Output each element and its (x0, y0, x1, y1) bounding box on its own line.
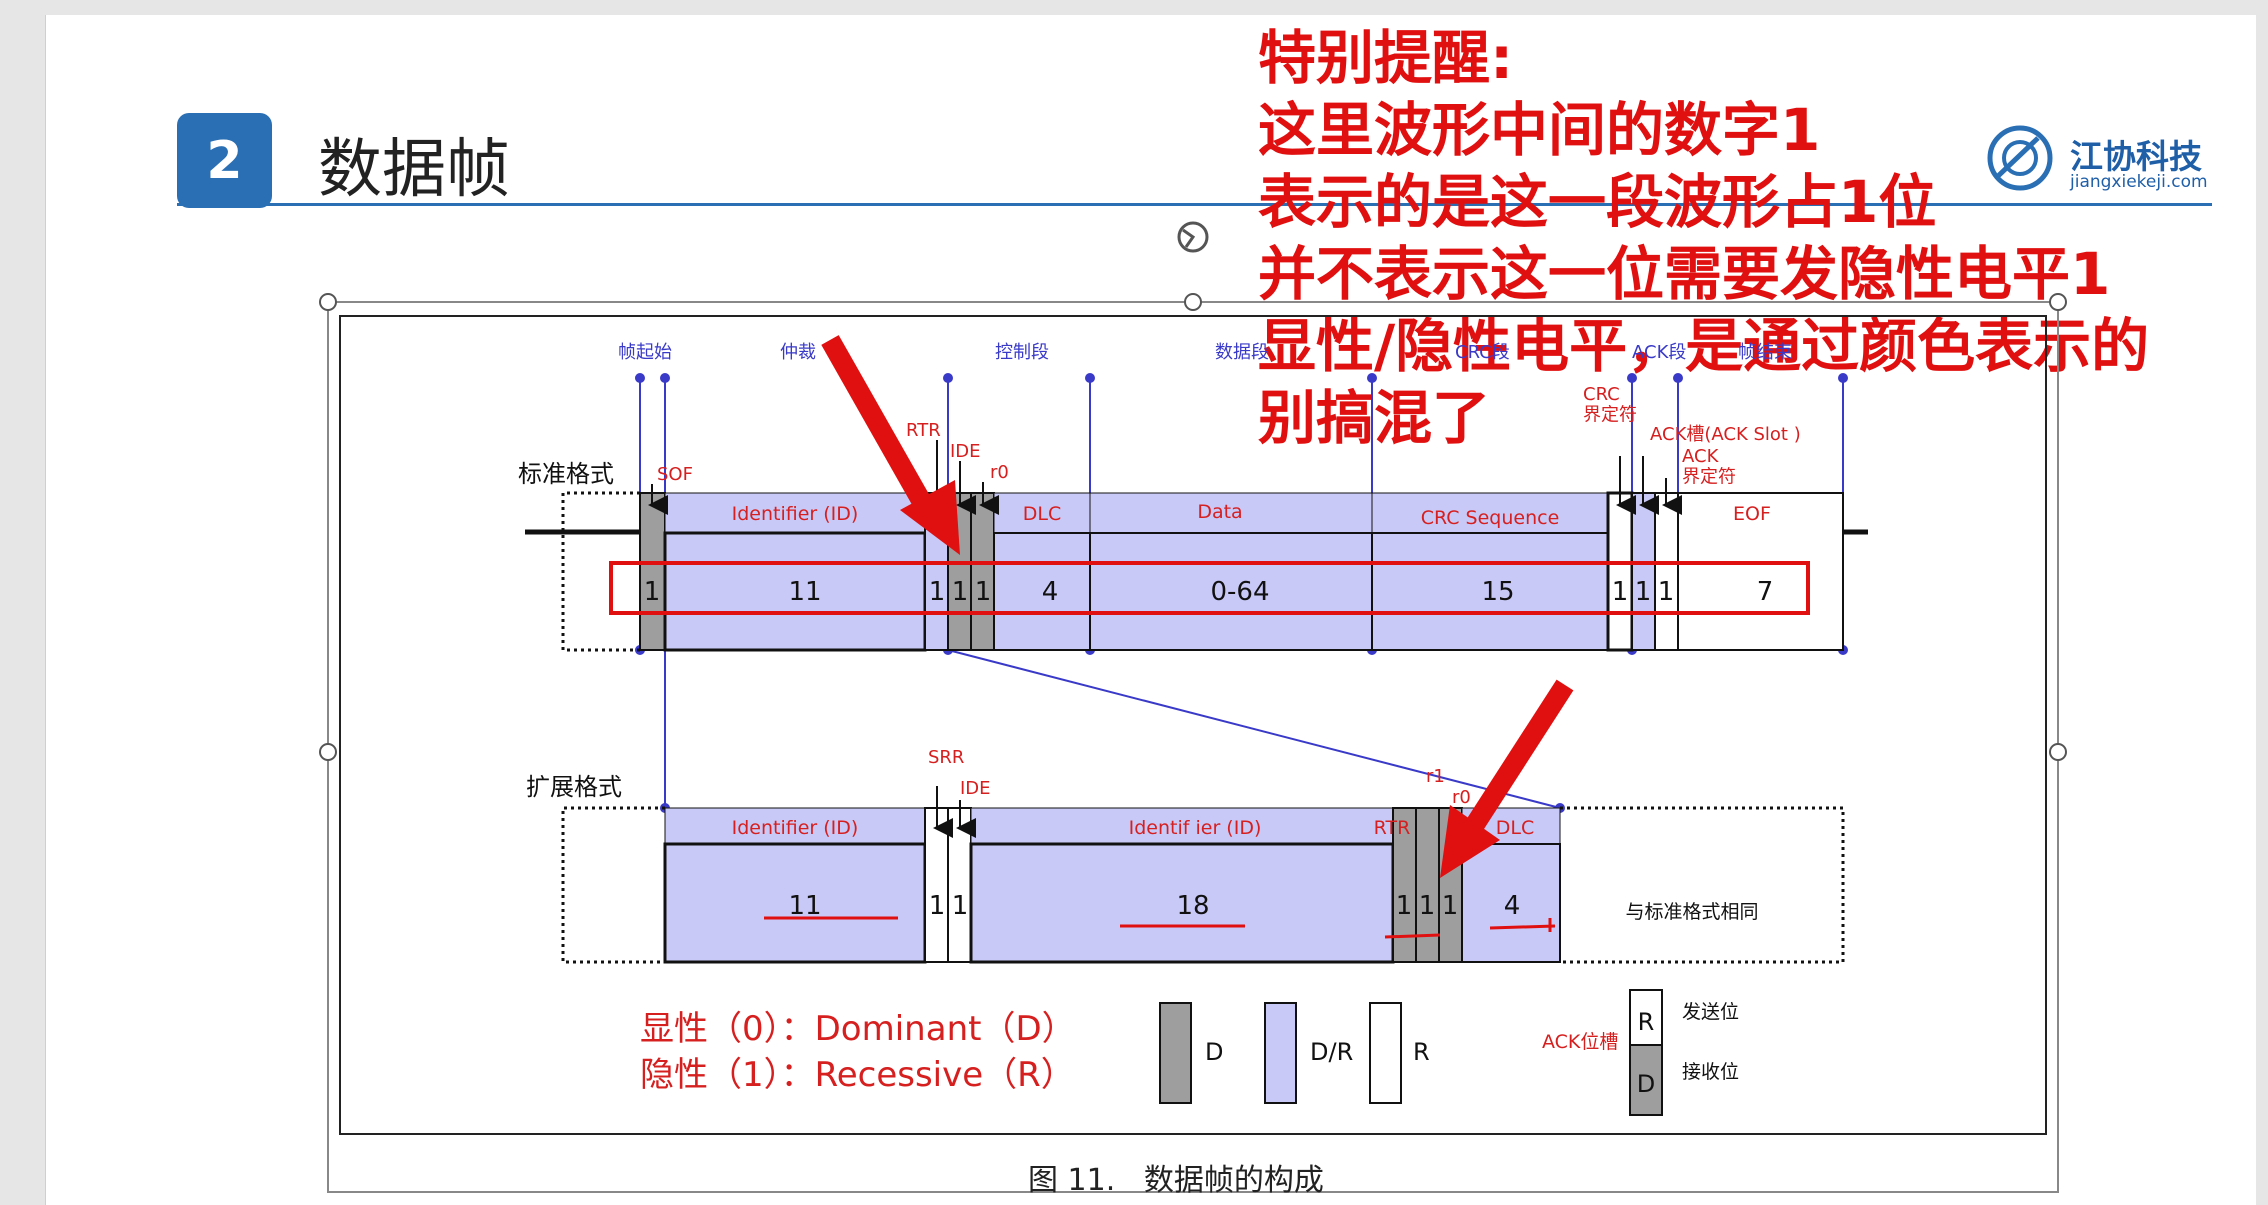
section-title: 数据帧 (318, 133, 510, 207)
logo-icon (1987, 125, 2053, 191)
red-arrow-icon (821, 335, 960, 555)
bit-count: 1 (929, 891, 946, 921)
logo-domain: jiangxiekeji.com (2070, 172, 2208, 192)
bit-count: 1 (1635, 577, 1652, 607)
bit-count: 1 (952, 891, 969, 921)
bit-count: 18 (1176, 891, 1209, 921)
field-label: Identif ier (ID) (1129, 817, 1262, 839)
annotation-underlines (764, 916, 1556, 939)
figure-border (339, 315, 2047, 1135)
ack-d-label: D (1637, 1070, 1655, 1098)
reminder-line: 这里波形中间的数字1 (1258, 96, 1821, 164)
segment-label: CRC段 (1455, 342, 1510, 363)
field-label: DLC (1023, 503, 1061, 525)
reminder-line: 别搞混了 (1258, 384, 1491, 452)
legend-recessive-swatch (1369, 1002, 1402, 1104)
section-number-badge: 2 (177, 113, 272, 208)
field-label: Data (1197, 501, 1242, 523)
reminder-line: 特别提醒: (1258, 24, 1514, 92)
legend-dominant-swatch (1159, 1002, 1192, 1104)
extended-frame (663, 807, 1561, 964)
standard-format-label: 标准格式 (518, 460, 614, 488)
ack-slot-marker: ACK槽(ACK Slot ) (1650, 424, 1801, 445)
r0-marker: r0 (1452, 787, 1471, 808)
reminder-line: 显性/隐性电平，是通过颜色表示的 (1258, 312, 2150, 380)
srr-marker: SRR (928, 747, 964, 768)
reminder-line: 表示的是这一段波形占1位 (1258, 168, 1937, 236)
bit-count: 1 (952, 577, 969, 607)
r1-marker: r1 (1426, 766, 1445, 787)
segment-label: 数据段 (1215, 342, 1269, 363)
segment-label: 帧结束 (1738, 342, 1792, 363)
bit-count: 1 (1612, 577, 1629, 607)
segment-label: 帧起始 (618, 342, 672, 363)
bit-count: 15 (1481, 577, 1514, 607)
ack-r-label: R (1638, 1008, 1655, 1036)
recessive-legend: 隐性（1）：Recessive（R） (640, 1055, 1075, 1095)
same-as-standard-note: 与标准格式相同 (1625, 901, 1758, 923)
bit-count: 1 (975, 577, 992, 607)
segment-label: 控制段 (995, 342, 1049, 363)
field-label: Identifier (ID) (732, 503, 859, 525)
bit-count: 1 (1658, 577, 1675, 607)
legend-d-label: D (1205, 1038, 1223, 1066)
r0-marker: r0 (990, 462, 1009, 483)
bit-count: 7 (1757, 577, 1774, 607)
bit-count: 4 (1504, 891, 1521, 921)
ide-marker: IDE (960, 778, 991, 799)
field-label: CRC Sequence (1421, 507, 1560, 529)
send-bit-label: 发送位 (1682, 1001, 1739, 1023)
bit-count: 1 (1442, 891, 1459, 921)
dominant-legend: 显性（0）：Dominant（D） (640, 1009, 1076, 1049)
bit-count-highlight (609, 561, 1810, 615)
ide-marker: IDE (950, 441, 981, 462)
bit-count: 11 (788, 891, 821, 921)
segment-label: ACK段 (1632, 342, 1686, 363)
red-arrow-icon (1440, 679, 1574, 878)
resize-handle[interactable] (319, 293, 337, 311)
extended-format-label: 扩展格式 (526, 773, 622, 801)
segment-label: 仲裁 (780, 342, 816, 363)
bit-count: 11 (788, 577, 821, 607)
field-label: RTR (1374, 817, 1411, 839)
title-underline (177, 203, 2212, 206)
reminder-note: 特别提醒: 这里波形中间的数字1 表示的是这一段波形占1位 并不表示这一位需要发… (1258, 22, 2149, 454)
legend-dr-label: D/R (1310, 1038, 1353, 1066)
legend-dr-swatch (1264, 1002, 1297, 1104)
recv-bit-label: 接收位 (1682, 1061, 1739, 1083)
ack-slot-legend: ACK位槽 (1542, 1031, 1618, 1053)
bit-count: 1 (1396, 891, 1413, 921)
figure-caption: 图 11. 数据帧的构成 (1028, 1163, 1324, 1198)
resize-handle[interactable] (2049, 293, 2067, 311)
bit-count: 4 (1042, 577, 1059, 607)
field-label: Identifier (ID) (732, 817, 859, 839)
bit-count: 1 (929, 577, 946, 607)
bit-count: 1 (644, 577, 661, 607)
bit-count: 0-64 (1210, 577, 1269, 607)
rotate-handle-icon[interactable] (1177, 221, 1209, 253)
standard-frame (639, 491, 1844, 652)
field-label: DLC (1496, 817, 1534, 839)
resize-handle[interactable] (319, 743, 337, 761)
rtr-marker: RTR (906, 420, 941, 441)
logo-name: 江协科技 (2070, 137, 2202, 176)
field-label: EOF (1733, 503, 1771, 525)
bit-count: 1 (1419, 891, 1436, 921)
resize-handle[interactable] (2049, 743, 2067, 761)
legend-r-label: R (1413, 1038, 1430, 1066)
reminder-line: 并不表示这一位需要发隐性电平1 (1258, 240, 2111, 308)
sof-marker: SOF (657, 464, 693, 485)
resize-handle[interactable] (1184, 293, 1202, 311)
